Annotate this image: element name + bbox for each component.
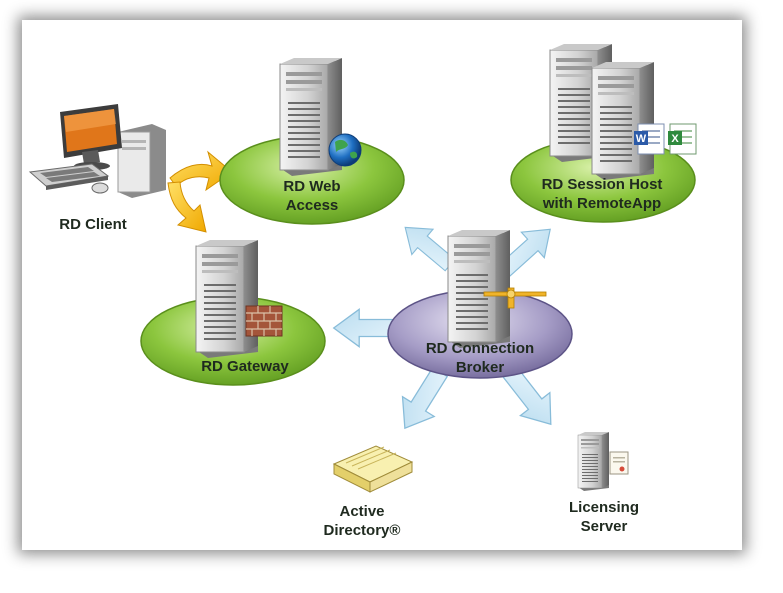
broker-connector-icon	[483, 287, 547, 309]
license-certificate-icon	[609, 451, 629, 475]
licensing-server-icon	[577, 431, 610, 492]
rd-client-computer-icon	[28, 104, 166, 198]
word-doc-icon: W	[634, 123, 665, 155]
client-to-gateway-arrow	[167, 181, 207, 233]
rd-connection-broker-label: RD Connection Broker	[425, 340, 535, 376]
rd-client-label: RD Client	[59, 216, 127, 233]
active-directory-label: Active Directory®	[323, 503, 401, 539]
gateway-server-icon	[195, 239, 259, 359]
rd-session-host-label: RD Session Host with RemoteApp	[541, 176, 663, 212]
excel-doc-icon: X	[668, 123, 697, 155]
client-to-web-arrow	[169, 150, 233, 192]
svg-text:W: W	[636, 133, 647, 145]
broker-server-icon	[447, 229, 511, 349]
brick-firewall-icon	[245, 305, 283, 337]
svg-text:X: X	[671, 133, 679, 145]
active-directory-book-icon	[332, 445, 414, 493]
rd-web-access-label: RD Web Access	[283, 178, 341, 214]
licensing-server-label: Licensing Server	[568, 499, 639, 535]
rd-gateway-label: RD Gateway	[201, 358, 289, 375]
session-host-server-front-icon	[591, 61, 655, 181]
globe-icon	[328, 133, 362, 167]
